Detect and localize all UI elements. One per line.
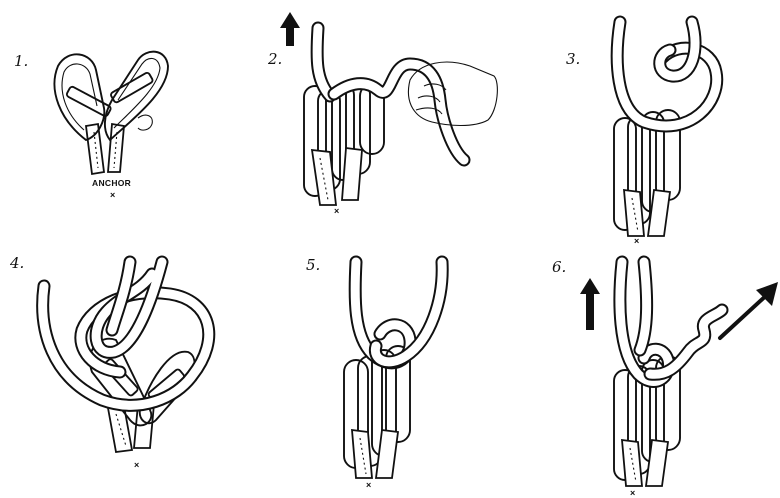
anchor-mark: × [134, 460, 139, 470]
panel-step-4: 4. × [9, 254, 209, 470]
anchor-mark: × [634, 236, 639, 246]
anchor-label: ANCHOR [92, 178, 131, 188]
step-number-2: 2. [267, 50, 282, 68]
panel-step-6: 6. × [552, 258, 778, 498]
carabiner-left [54, 54, 111, 140]
up-arrow [280, 12, 300, 46]
step-number-4: 4. [9, 254, 24, 272]
sling [352, 430, 372, 478]
anchor-mark: × [630, 488, 635, 498]
step-number-3: 3. [566, 50, 580, 68]
step-number-5: 5. [306, 256, 320, 274]
rope-coil [43, 262, 209, 405]
panel-step-1: 1. ANCHOR × [14, 52, 168, 200]
sling [86, 124, 104, 174]
rope [620, 262, 722, 381]
up-arrow [580, 278, 600, 330]
anchor-mark: × [110, 190, 115, 200]
step-number-6: 6. [552, 258, 566, 276]
sling [624, 190, 644, 236]
panel-step-3: 3. × [566, 22, 717, 246]
anchor-mark: × [334, 206, 339, 216]
rope-knot [355, 262, 442, 363]
diagonal-up-right-arrow [720, 282, 778, 338]
sling [108, 406, 132, 452]
panel-step-2: 2. × [267, 12, 497, 216]
sling [622, 440, 642, 486]
panel-step-5: 5. × [306, 256, 442, 490]
step-number-1: 1. [14, 52, 28, 70]
anchor-mark: × [366, 480, 371, 490]
